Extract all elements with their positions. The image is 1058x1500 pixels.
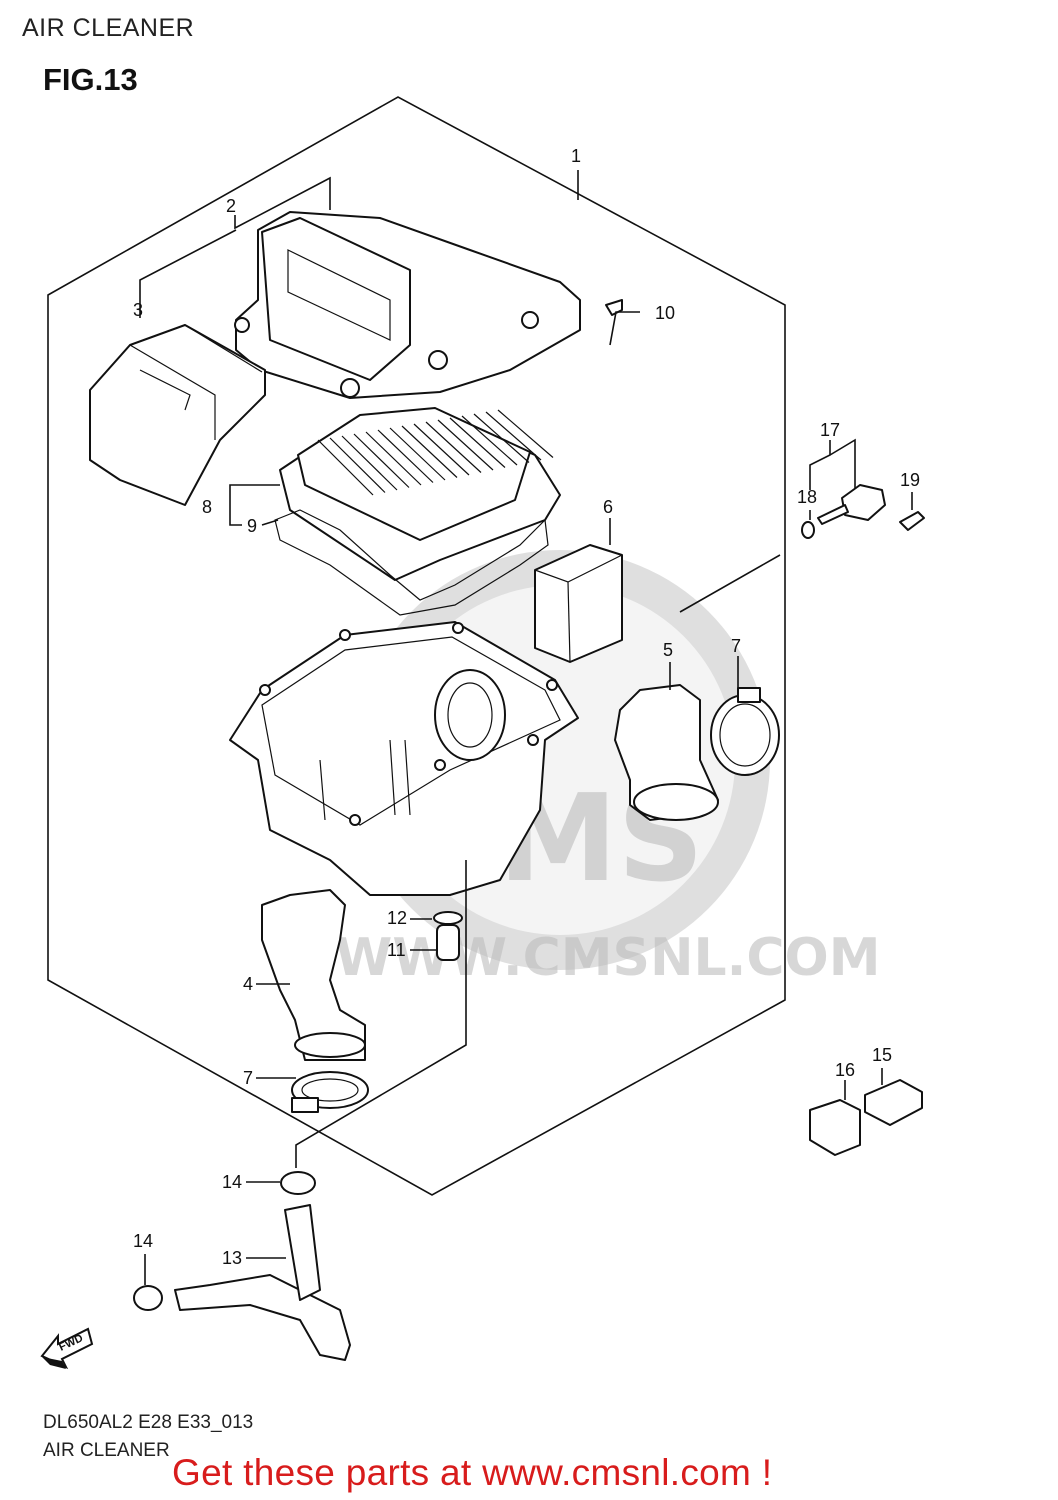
sensor-screw-part xyxy=(899,511,925,531)
callout-17: 17 xyxy=(820,420,840,440)
callout-1: 1 xyxy=(571,146,581,166)
filter-seal-part xyxy=(274,509,549,616)
promo-link[interactable]: Get these parts at www.cmsnl.com ! xyxy=(172,1452,773,1493)
fwd-arrow-icon: FWD xyxy=(40,1327,94,1370)
callout-11: 11 xyxy=(387,940,406,960)
cap-part xyxy=(809,1099,861,1156)
callout-9: 9 xyxy=(247,516,257,536)
drain-plug-part xyxy=(436,924,460,961)
leader-lines xyxy=(139,170,913,1285)
hose-clamp-upper xyxy=(280,1171,316,1195)
callout-7a: 7 xyxy=(731,636,741,656)
connector-part xyxy=(864,1079,923,1126)
drain-hose-part xyxy=(261,889,366,1061)
clamp-lower-part xyxy=(291,1071,369,1113)
callout-4: 4 xyxy=(243,974,253,994)
intake-duct-part xyxy=(89,324,266,506)
callout-14b: 14 xyxy=(133,1231,153,1251)
lower-case-part xyxy=(229,621,579,896)
sponge-block-part xyxy=(534,544,623,663)
assembly-boundary xyxy=(47,96,786,1196)
sensor-stem xyxy=(817,504,849,525)
breather-hose-upper xyxy=(284,1204,321,1301)
clamp-upper-part xyxy=(710,687,780,776)
callout-7b: 7 xyxy=(243,1068,253,1088)
upper-case-part xyxy=(234,211,581,399)
drain-clip-part xyxy=(433,911,463,925)
callout-16: 16 xyxy=(835,1060,855,1080)
callout-15: 15 xyxy=(872,1045,892,1065)
model-code: DL650AL2 E28 E33_013 xyxy=(43,1412,254,1433)
watermark-url: WWW.CMSNL.COM xyxy=(335,928,880,988)
breather-hose-part xyxy=(174,1274,351,1361)
hose-end xyxy=(294,1032,366,1058)
hose-clamp-lower xyxy=(133,1285,163,1311)
callout-12: 12 xyxy=(387,908,407,928)
air-filter-element-part xyxy=(279,407,561,581)
callout-8: 8 xyxy=(202,497,212,517)
callout-2: 2 xyxy=(226,196,236,216)
callout-10: 10 xyxy=(655,303,675,323)
callout-6: 6 xyxy=(603,497,613,517)
callout-3: 3 xyxy=(133,300,143,320)
footer-caption: AIR CLEANER xyxy=(43,1440,170,1461)
callout-13: 13 xyxy=(222,1248,242,1268)
callout-18: 18 xyxy=(797,487,817,507)
callout-5: 5 xyxy=(663,640,673,660)
figure-number: FIG.13 xyxy=(43,62,138,97)
o-ring-part xyxy=(801,521,815,539)
callout-14a: 14 xyxy=(222,1172,242,1192)
section-title: AIR CLEANER xyxy=(22,14,195,42)
callout-19: 19 xyxy=(900,470,920,490)
callout-labels: 1 2 3 4 5 6 7 7 8 9 10 11 12 13 14 14 15… xyxy=(133,146,920,1268)
sensor-part xyxy=(841,484,886,521)
funnel-mouth xyxy=(633,783,719,821)
